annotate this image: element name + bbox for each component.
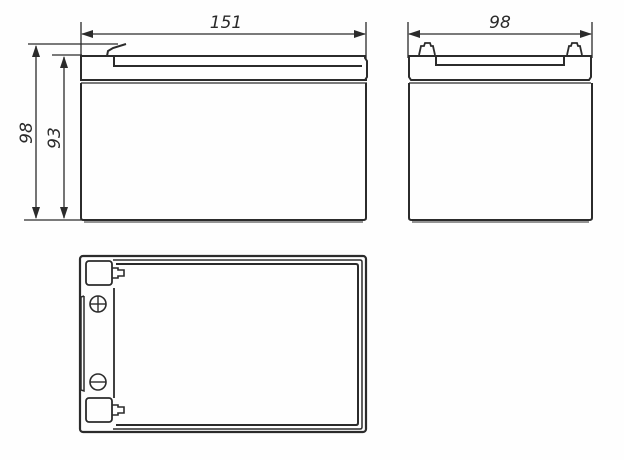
case-height-label: 93	[45, 127, 65, 149]
positive-terminal-icon	[89, 295, 107, 313]
width-dimension: 98	[408, 13, 592, 38]
width-label: 98	[489, 13, 511, 33]
top-view	[78, 254, 368, 434]
side-view: 98	[407, 13, 593, 223]
total-height-label: 98	[17, 122, 37, 144]
height-dimensions: 98 93	[17, 43, 118, 221]
length-label: 151	[210, 13, 242, 33]
length-dimension: 151	[81, 13, 366, 38]
front-view: 151	[80, 13, 368, 223]
negative-terminal-icon	[89, 373, 107, 391]
